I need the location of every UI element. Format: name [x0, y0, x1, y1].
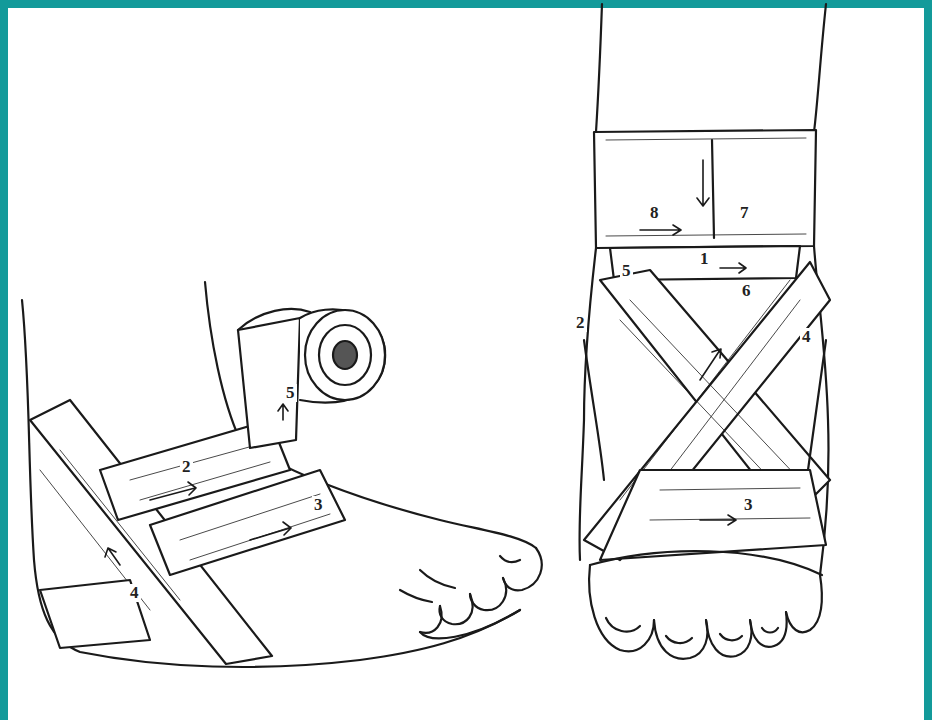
callout-number: 4: [800, 328, 813, 346]
callout-number: 4: [128, 584, 141, 602]
callout-number: 7: [738, 204, 751, 222]
callout-number: 5: [284, 384, 297, 402]
callout-number: 2: [574, 314, 587, 332]
callout-number: 6: [740, 282, 753, 300]
callout-number: 5: [620, 262, 633, 280]
callout-number: 3: [742, 496, 755, 514]
callout-number: 2: [180, 458, 193, 476]
callout-number: 1: [698, 250, 711, 268]
callout-number: 8: [648, 204, 661, 222]
callout-number: 3: [312, 496, 325, 514]
